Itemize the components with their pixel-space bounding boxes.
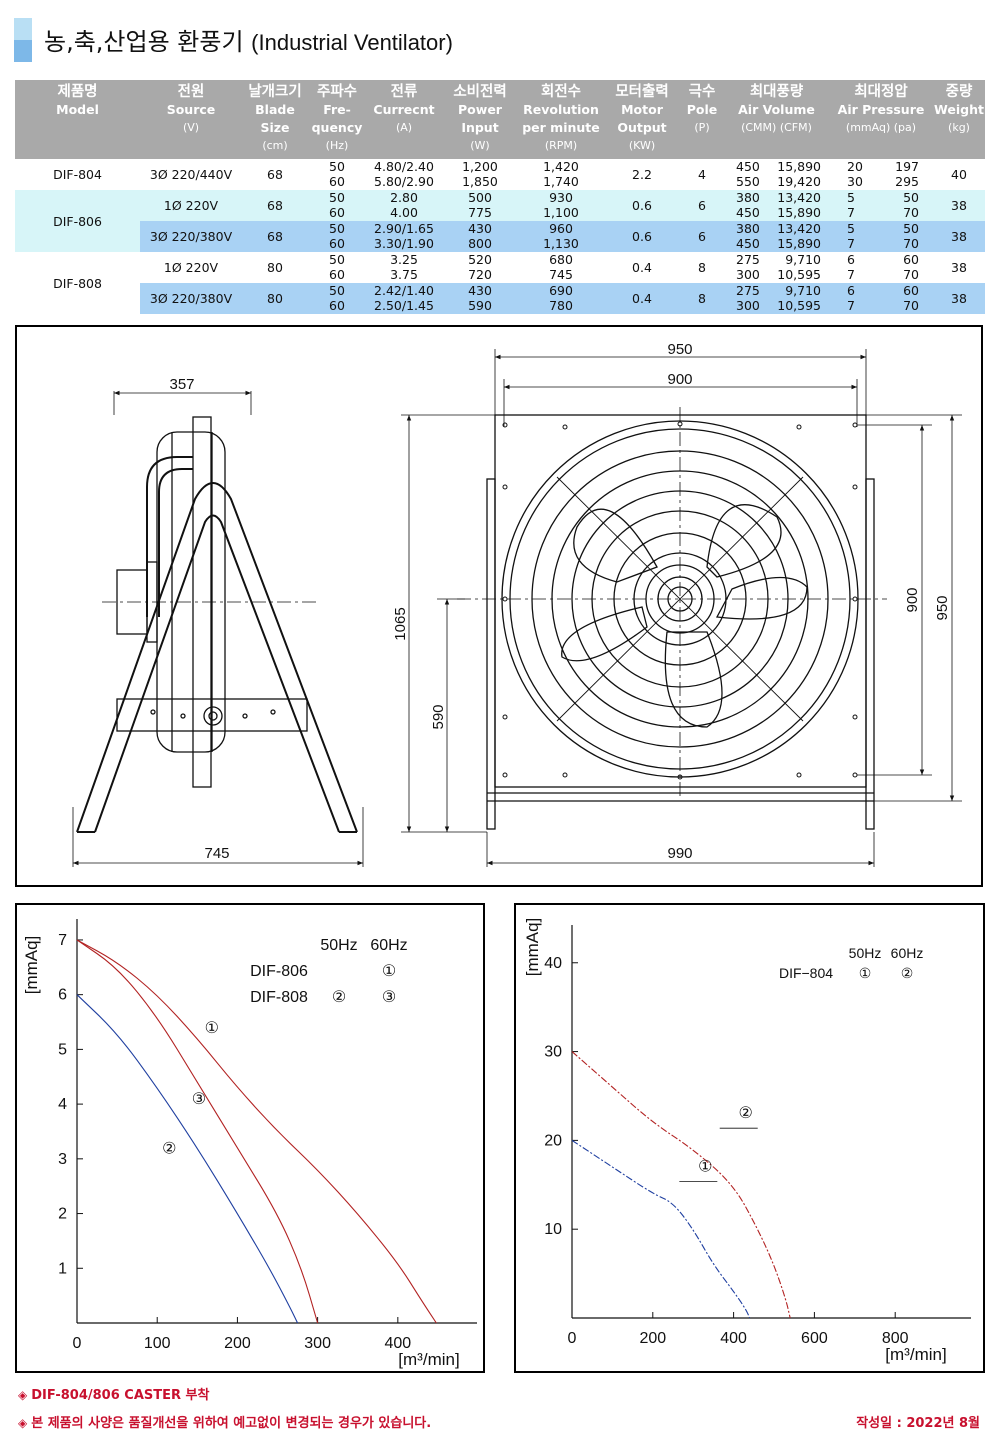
x-tick-label: 200 xyxy=(639,1330,666,1347)
dim-1065: 1065 xyxy=(392,607,409,640)
model-cell: DIF-808 xyxy=(15,252,140,314)
series-curve xyxy=(76,939,437,1324)
legend-model: DIF−804 xyxy=(779,965,833,981)
pressure-curve-chart-dif806-808: 0 100 200 300 400 1 2 3 4 5 6 7 [mmAq] [m³/min] ① ③ ② 50H… xyxy=(15,903,485,1373)
legend-mark-60: ③ xyxy=(382,989,396,1006)
x-tick-label: 300 xyxy=(304,1335,331,1352)
drawing-svg: 357 745 xyxy=(72,341,962,867)
legend-mark-60: ① xyxy=(382,963,396,980)
y-tick-label: 2 xyxy=(58,1206,67,1223)
legend-mark-50: ① xyxy=(859,965,872,981)
y-tick-label: 20 xyxy=(544,1132,562,1149)
pressure-curve-chart-dif804: 0 200 400 600 800 10 20 30 40[mmAq] [m³/min] ② ① 50H… xyxy=(514,903,985,1373)
dim-900-right: 900 xyxy=(904,587,921,612)
x-tick-label: 400 xyxy=(384,1335,411,1352)
model-cell: DIF-806 xyxy=(15,190,140,252)
x-tick-label: 400 xyxy=(720,1330,747,1347)
curve-label: ② xyxy=(739,1105,753,1122)
x-tick-label: 600 xyxy=(801,1330,828,1347)
dim-745: 745 xyxy=(204,845,229,862)
x-tick-label: 0 xyxy=(73,1335,82,1352)
y-tick-label: 10 xyxy=(544,1221,562,1238)
x-tick-label: 0 xyxy=(568,1330,577,1347)
dim-950-top: 950 xyxy=(667,341,692,358)
y-axis-label: [mmAq] xyxy=(22,936,41,995)
legend-60hz: 60Hz xyxy=(891,945,924,961)
legend-mark-60: ② xyxy=(901,965,914,981)
y-tick-label: 6 xyxy=(58,987,67,1004)
x-axis-label: [m³/min] xyxy=(885,1345,946,1364)
x-tick-label: 200 xyxy=(224,1335,251,1352)
title-accent-bar xyxy=(14,18,32,62)
curve-label: ③ xyxy=(192,1091,206,1108)
title-english: (Industrial Ventilator) xyxy=(251,30,453,55)
series-curve xyxy=(571,1051,791,1319)
dim-950-right: 950 xyxy=(934,595,951,620)
curve-label: ② xyxy=(162,1140,176,1157)
dim-990: 990 xyxy=(667,845,692,862)
legend-60hz: 60Hz xyxy=(370,937,407,954)
curve-label: ① xyxy=(698,1158,712,1175)
y-tick-label: 3 xyxy=(58,1151,67,1168)
y-tick-label: 4 xyxy=(58,1096,67,1113)
x-tick-label: 100 xyxy=(144,1335,171,1352)
date-note: 작성일 : 2022년 8월 xyxy=(856,1416,980,1431)
x-axis-label: [m³/min] xyxy=(398,1350,459,1369)
dim-900-top: 900 xyxy=(667,371,692,388)
note-caster: ◈DIF-804/806 CASTER 부착 xyxy=(18,1388,210,1403)
technical-drawing: 357 745 xyxy=(15,325,983,887)
y-tick-label: 5 xyxy=(58,1041,67,1058)
title-korean: 농,축,산업용 환풍기 xyxy=(44,28,244,56)
y-tick-label: 1 xyxy=(58,1260,67,1277)
chart-svg-right: 0 200 400 600 800 10 20 30 40[mmAq] [m³/min] ② ① 50H… xyxy=(523,918,971,1364)
series-curve xyxy=(571,1139,751,1319)
legend-model: DIF-808 xyxy=(250,989,308,1006)
legend-mark-50: ② xyxy=(332,989,346,1006)
diamond-icon: ◈ xyxy=(18,1416,28,1430)
curve-label: ① xyxy=(205,1020,219,1037)
front-view xyxy=(401,349,962,867)
y-tick-label: 7 xyxy=(58,932,67,949)
x-tick-label: 800 xyxy=(882,1330,909,1347)
note-spec-change: ◈본 제품의 사양은 품질개선을 위하여 예고없이 변경되는 경우가 있습니다. xyxy=(18,1416,432,1431)
dim-357: 357 xyxy=(169,376,194,393)
dim-590: 590 xyxy=(430,704,447,729)
page-title: 농,축,산업용 환풍기 (Industrial Ventilator) xyxy=(44,22,453,57)
series-curve xyxy=(76,939,319,1324)
chart-svg-left: 0 100 200 300 400 1 2 3 4 5 6 7 [mmAq] [m³/min] ① ③ ② 50H… xyxy=(22,919,477,1369)
side-view xyxy=(72,390,364,867)
y-axis-label: [mmAq] xyxy=(523,918,542,977)
y-tick-label: 40 xyxy=(544,955,562,972)
legend-50hz: 50Hz xyxy=(320,937,357,954)
series-curve xyxy=(76,994,299,1324)
y-tick-label: 30 xyxy=(544,1044,562,1061)
legend-50hz: 50Hz xyxy=(849,945,882,961)
legend-model: DIF-806 xyxy=(250,963,308,980)
diamond-icon: ◈ xyxy=(18,1388,28,1402)
model-cell: DIF-804 xyxy=(15,159,140,190)
